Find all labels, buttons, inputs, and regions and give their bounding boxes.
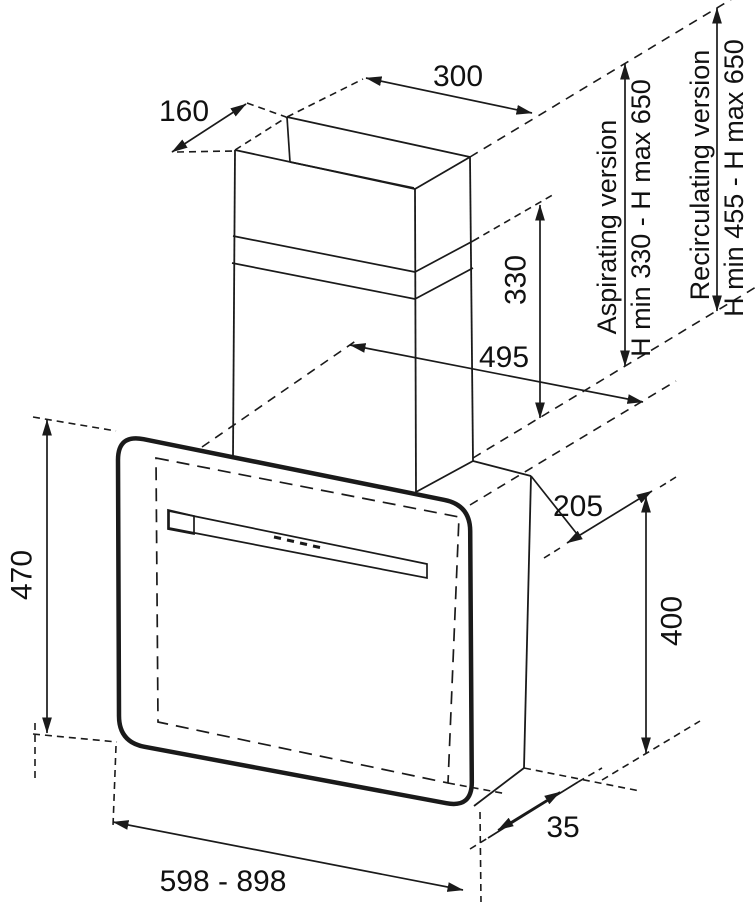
- dim-top-depth: 205: [553, 490, 603, 523]
- dim-chimney-top-depth: 160: [159, 95, 209, 128]
- hood-body-drawing: [115, 436, 578, 807]
- panel-inner-outline: [155, 456, 460, 785]
- dim-front-panel-height: 470: [6, 550, 39, 600]
- aspirating-heights-label: H min 330 - H max 650: [626, 79, 656, 357]
- dimension-labels: 160 300 330 495 205 400 470 35 598 - 898: [6, 60, 689, 898]
- dim-glass-top-diagonal: 495: [479, 341, 529, 374]
- dim-bottom-rear-gap: 35: [546, 811, 579, 844]
- chimney-drawing: [231, 116, 474, 493]
- dim-chimney-section-height: 330: [500, 255, 533, 305]
- recirculating-heights-label: H min 455 - H max 650: [719, 39, 749, 317]
- installation-labels: Aspirating version H min 330 - H max 650…: [592, 39, 749, 357]
- control-display: [167, 508, 195, 536]
- dim-chimney-top-width: 300: [433, 60, 483, 93]
- control-strip: [168, 509, 428, 580]
- front-glass-panel: [115, 436, 475, 807]
- recirculating-version-label: Recirculating version: [685, 50, 715, 301]
- aspirating-version-label: Aspirating version: [592, 120, 622, 335]
- dimension-lines: [42, 7, 722, 892]
- control-buttons: [273, 535, 321, 549]
- dim-overall-width-range: 598 - 898: [160, 865, 287, 898]
- dim-body-height: 400: [656, 596, 689, 646]
